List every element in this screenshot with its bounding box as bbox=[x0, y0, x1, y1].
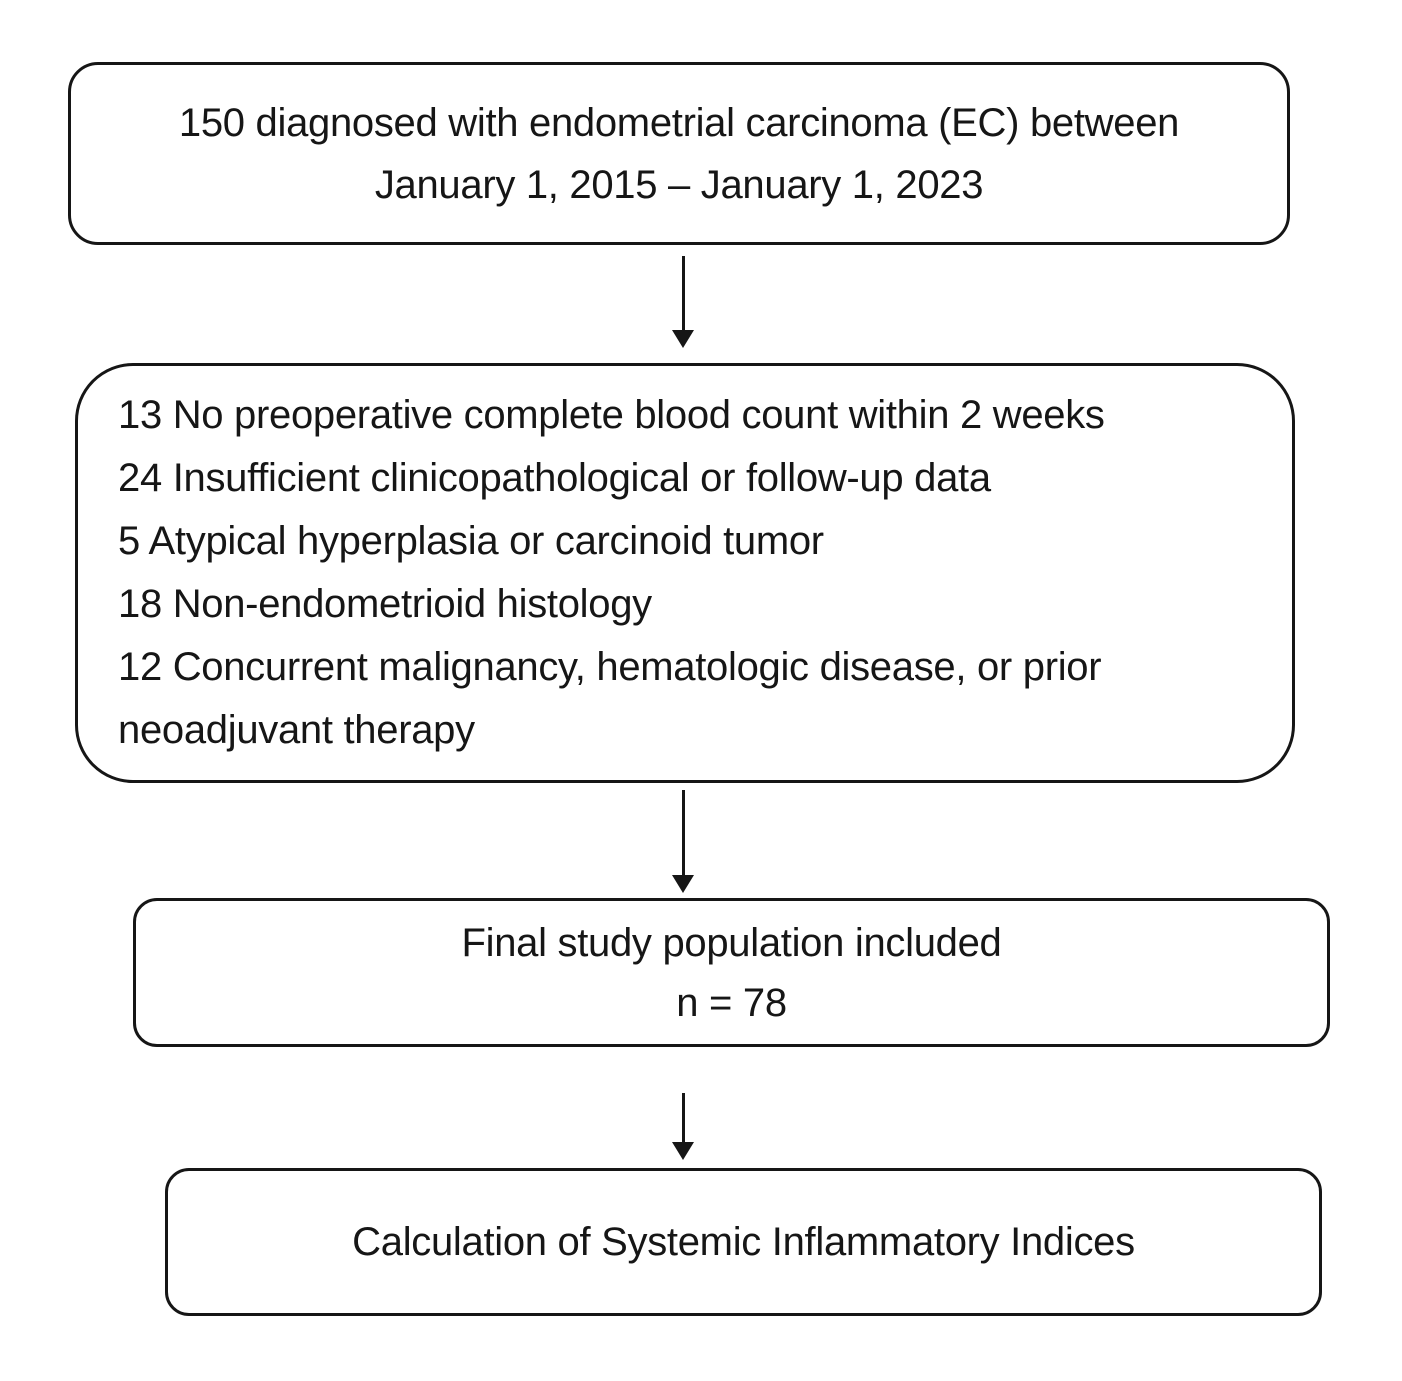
indices-calculation-text: Calculation of Systemic Inflammatory Ind… bbox=[352, 1220, 1135, 1264]
final-population-text-line-2: n = 78 bbox=[676, 980, 787, 1025]
initial-cohort-text-line-1: 150 diagnosed with endometrial carcinoma… bbox=[178, 100, 1180, 145]
exclusion-item: 13 No preoperative complete blood count … bbox=[118, 393, 1105, 437]
arrow-stem bbox=[681, 256, 685, 330]
final-population-text-line-1: Final study population included bbox=[461, 920, 1002, 965]
down-arrow-icon bbox=[671, 256, 695, 348]
arrow-head bbox=[672, 875, 694, 893]
arrow-stem bbox=[681, 1093, 685, 1142]
flow-box-initial-cohort: 150 diagnosed with endometrial carcinoma… bbox=[68, 62, 1290, 245]
flow-box-final-population: Final study population included n = 78 bbox=[133, 898, 1330, 1047]
exclusion-item: 12 Concurrent malignancy, hematologic di… bbox=[118, 645, 1102, 752]
exclusion-item: 24 Insufficient clinicopathological or f… bbox=[118, 456, 991, 500]
flow-box-exclusions: 13 No preoperative complete blood count … bbox=[75, 363, 1295, 783]
exclusion-item: 5 Atypical hyperplasia or carcinoid tumo… bbox=[118, 519, 824, 563]
flow-box-indices-calculation: Calculation of Systemic Inflammatory Ind… bbox=[165, 1168, 1322, 1316]
down-arrow-icon bbox=[671, 1093, 695, 1160]
arrow-stem bbox=[681, 790, 685, 875]
arrow-head bbox=[672, 1142, 694, 1160]
arrow-head bbox=[672, 330, 694, 348]
down-arrow-icon bbox=[671, 790, 695, 893]
initial-cohort-text-line-2: January 1, 2015 – January 1, 2023 bbox=[374, 162, 984, 207]
exclusion-item: 18 Non-endometrioid histology bbox=[118, 582, 652, 626]
